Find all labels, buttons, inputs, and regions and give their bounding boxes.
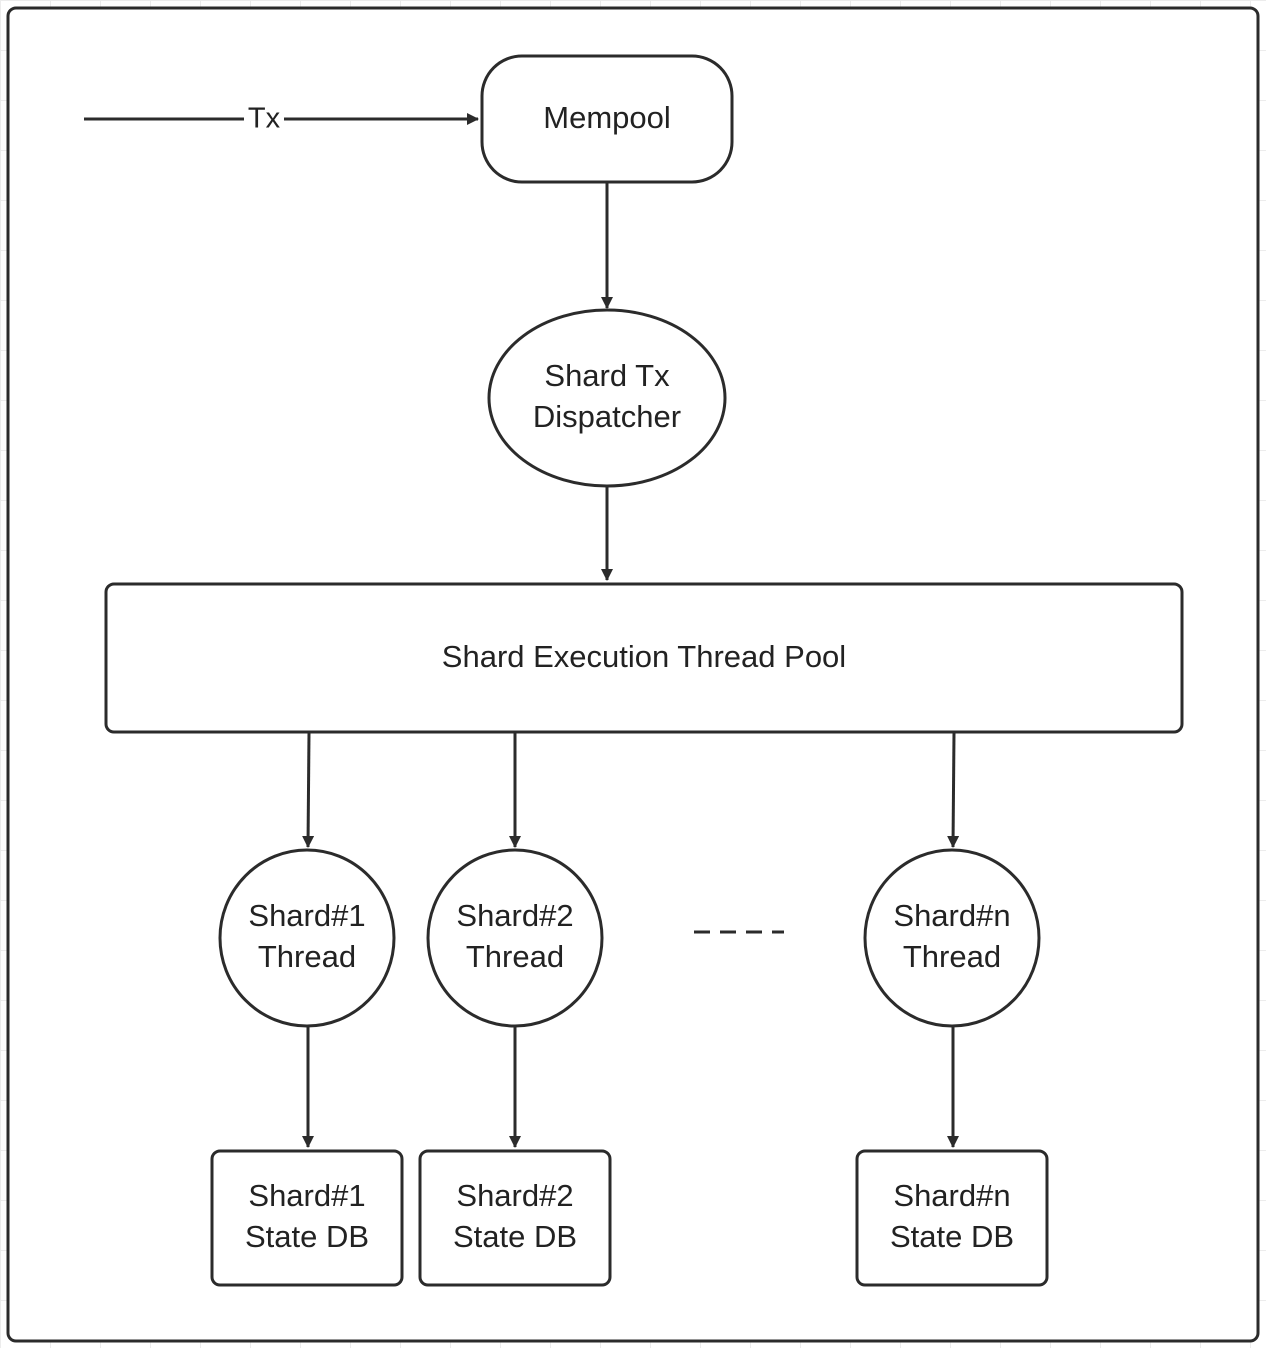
shard2-thread-label-line2: Thread: [466, 939, 564, 974]
thread-pool-shape: [104, 582, 1184, 734]
shard2-thread-label-line1: Shard#2: [456, 898, 573, 933]
node-dispatcher[interactable]: Shard Tx Dispatcher: [487, 308, 727, 488]
node-shard1-db[interactable]: Shard#1 State DB: [210, 1149, 404, 1287]
shardn-db-label-line2: State DB: [890, 1219, 1014, 1254]
edges: [84, 113, 960, 1148]
mempool-shape: [480, 54, 734, 184]
shard2-thread-shape: [426, 848, 604, 1028]
edge-pool-to-shard1-thread: [302, 732, 315, 848]
shard1-thread-label-line1: Shard#1: [248, 898, 365, 933]
shard1-thread-label-line2: Thread: [258, 939, 356, 974]
shard1-db-label-line2: State DB: [245, 1219, 369, 1254]
shard2-db-label-line1: Shard#2: [456, 1178, 573, 1213]
node-shardn-thread[interactable]: Shard#n Thread: [863, 848, 1041, 1028]
node-shard1-thread[interactable]: Shard#1 Thread: [218, 848, 396, 1028]
node-shardn-db[interactable]: Shard#n State DB: [855, 1149, 1049, 1287]
shardn-thread-shape: [863, 848, 1041, 1028]
shard2-db-shape: [418, 1149, 612, 1287]
node-mempool[interactable]: Mempool: [480, 54, 734, 184]
shardn-thread-label-line2: Thread: [903, 939, 1001, 974]
shard1-db-label-line1: Shard#1: [248, 1178, 365, 1213]
dispatcher-label-line1: Shard Tx: [544, 358, 670, 393]
thread-pool-label: Shard Execution Thread Pool: [442, 639, 846, 674]
shard2-db-label-line2: State DB: [453, 1219, 577, 1254]
shard1-db-shape: [210, 1149, 404, 1287]
shardn-db-label-line1: Shard#n: [893, 1178, 1010, 1213]
edge-pool-to-shardn-thread: [947, 732, 960, 848]
mempool-label: Mempool: [543, 100, 671, 135]
shardn-db-shape: [855, 1149, 1049, 1287]
dispatcher-label-line2: Dispatcher: [533, 399, 681, 434]
edge-label-tx: Tx: [248, 103, 281, 135]
shardn-thread-label-line1: Shard#n: [893, 898, 1010, 933]
node-shard2-thread[interactable]: Shard#2 Thread: [426, 848, 604, 1028]
dispatcher-shape: [487, 308, 727, 488]
shard1-thread-shape: [218, 848, 396, 1028]
node-shard2-db[interactable]: Shard#2 State DB: [418, 1149, 612, 1287]
node-thread-pool[interactable]: Shard Execution Thread Pool: [104, 582, 1184, 734]
